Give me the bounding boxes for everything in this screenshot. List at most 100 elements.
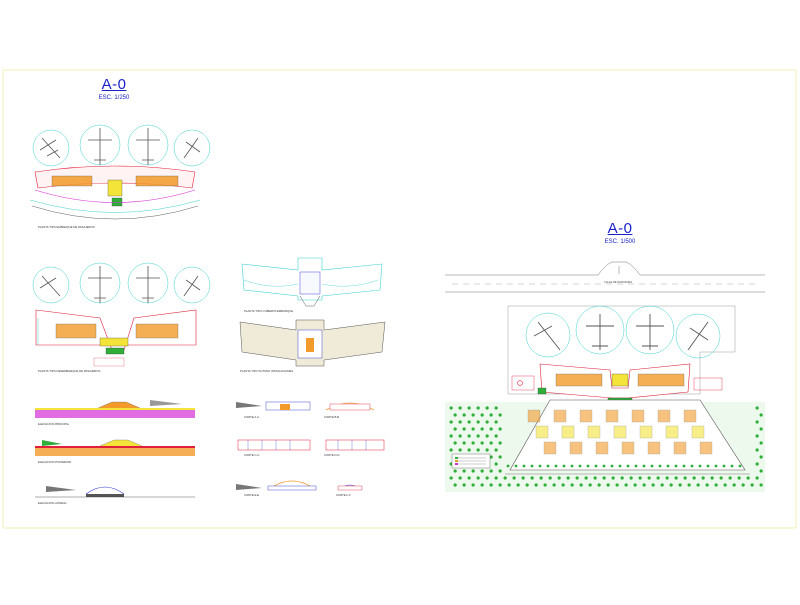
tree-mark xyxy=(597,483,601,487)
tree-mark xyxy=(755,420,759,424)
sections-group: CORTE A-A CORTE B-B CORTE C-C xyxy=(236,401,385,497)
tree-mark xyxy=(710,476,714,480)
tree-mark xyxy=(494,448,498,452)
tree-mark xyxy=(471,469,475,473)
tree-mark xyxy=(453,413,457,417)
tree-mark xyxy=(480,441,484,445)
caption-elevation-main: ELEVACION PRINCIPAL xyxy=(38,422,70,426)
tree-mark xyxy=(575,476,579,480)
tree-mark xyxy=(633,483,637,487)
caption-roof-plan: PLANTA TIPO CUBIERTA EMBARQUE xyxy=(244,309,293,313)
tree-mark xyxy=(525,483,529,487)
tree-mark xyxy=(485,406,489,410)
caption-section-e: CORTE E-E xyxy=(244,493,259,497)
parking-stall xyxy=(639,425,653,439)
parking-stall xyxy=(587,425,601,439)
tree-mark xyxy=(594,464,598,468)
tree-mark xyxy=(476,434,480,438)
right-title-block: A-0 ESC. 1/500 xyxy=(590,220,650,245)
tree-mark xyxy=(610,464,614,468)
left-title-block: A-0 ESC. 1/250 xyxy=(84,76,144,101)
basement-plan-drawing xyxy=(239,319,386,367)
tree-mark xyxy=(485,420,489,424)
tree-mark xyxy=(759,441,763,445)
tree-mark xyxy=(462,483,466,487)
tree-mark xyxy=(732,483,736,487)
tree-mark xyxy=(634,464,638,468)
tree-mark xyxy=(471,427,475,431)
caption-elevation-rear: ELEVACION POSTERIOR xyxy=(38,460,71,464)
tree-mark xyxy=(629,476,633,480)
tree-mark xyxy=(494,406,498,410)
tree-mark xyxy=(651,483,655,487)
tree-mark xyxy=(755,406,759,410)
parking-stall xyxy=(579,409,593,423)
tree-mark xyxy=(480,469,484,473)
tree-mark xyxy=(489,427,493,431)
terminal-plan-lower xyxy=(32,262,211,367)
tree-mark xyxy=(498,469,502,473)
tree-mark xyxy=(514,464,518,468)
tree-mark xyxy=(624,483,628,487)
tree-mark xyxy=(666,464,670,468)
tree-mark xyxy=(449,448,453,452)
section-e-drawing xyxy=(236,480,317,491)
runway-edge xyxy=(445,261,765,276)
tree-mark xyxy=(719,476,723,480)
tree-mark xyxy=(759,455,763,459)
tree-mark xyxy=(696,483,700,487)
tree-mark xyxy=(458,448,462,452)
parking-stall xyxy=(613,425,627,439)
tree-mark xyxy=(458,420,462,424)
elevation-side xyxy=(35,486,195,498)
tree-mark xyxy=(746,476,750,480)
tree-mark xyxy=(462,469,466,473)
tree-mark xyxy=(494,420,498,424)
tree-mark xyxy=(449,406,453,410)
caption-section-b: CORTE B-B xyxy=(324,415,339,419)
tree-mark xyxy=(606,483,610,487)
tree-mark xyxy=(506,464,510,468)
elevation-rear xyxy=(35,439,195,456)
tree-mark xyxy=(690,464,694,468)
tree-mark xyxy=(471,441,475,445)
tree-mark xyxy=(489,483,493,487)
tree-mark xyxy=(498,441,502,445)
parking-stall xyxy=(631,409,645,423)
tree-mark xyxy=(579,483,583,487)
tree-mark xyxy=(458,434,462,438)
tree-mark xyxy=(705,483,709,487)
tree-mark xyxy=(543,483,547,487)
tree-mark xyxy=(588,483,592,487)
caption-section-f: CORTE F-F xyxy=(336,493,351,497)
tree-mark xyxy=(494,462,498,466)
tree-mark xyxy=(467,406,471,410)
tree-mark xyxy=(453,427,457,431)
tree-mark xyxy=(489,455,493,459)
tree-mark xyxy=(665,476,669,480)
tree-mark xyxy=(722,464,726,468)
elevations-group: ELEVACION PRINCIPAL ELEVACION POSTERIOR … xyxy=(35,400,195,505)
parking-stall xyxy=(605,409,619,423)
tree-mark xyxy=(755,462,759,466)
tree-mark xyxy=(692,476,696,480)
roof-plan-drawing xyxy=(241,257,383,307)
caption-elevation-side: ELEVACION LATERAL xyxy=(38,501,67,505)
parking-stall xyxy=(691,425,705,439)
tree-mark xyxy=(476,406,480,410)
parking-stall xyxy=(535,425,549,439)
site-master-plan: CALLE DE RODADURA xyxy=(445,261,765,492)
parking-stall xyxy=(647,441,661,455)
tree-mark xyxy=(656,476,660,480)
right-sheet-scale: ESC. 1/500 xyxy=(604,239,636,245)
caption-plan-upper: PLANTA TIPO EMBARQUE DE PASAJEROS xyxy=(38,225,95,229)
parking-stall xyxy=(553,409,567,423)
parking-stall xyxy=(665,425,679,439)
tree-mark xyxy=(453,441,457,445)
caption-section-d: CORTE D-D xyxy=(324,453,340,457)
tree-mark xyxy=(706,464,710,468)
tree-mark xyxy=(602,476,606,480)
tree-mark xyxy=(538,464,542,468)
tree-mark xyxy=(530,476,534,480)
